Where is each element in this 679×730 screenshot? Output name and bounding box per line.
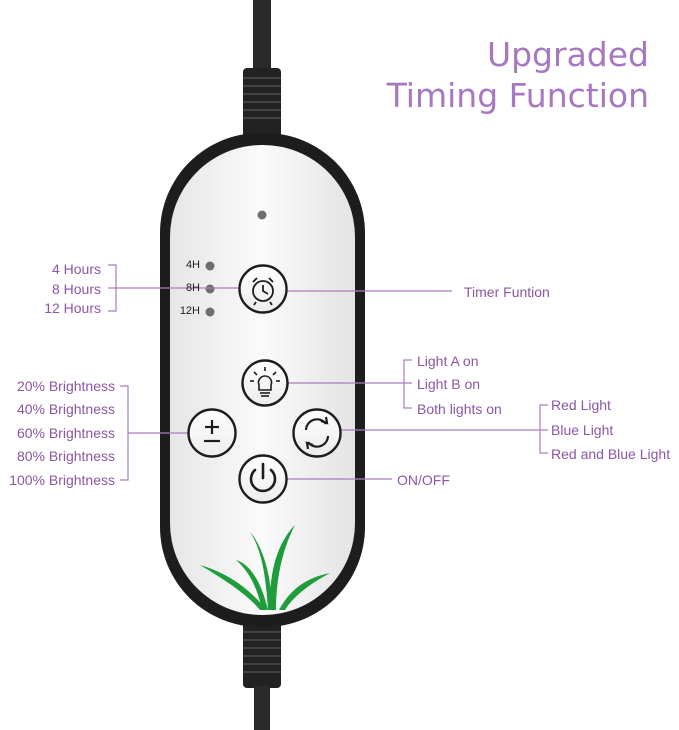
brightness-option-80: 80% Brightness: [16, 448, 115, 464]
power-button[interactable]: [238, 454, 288, 504]
indicator-label-12h: 12H: [179, 305, 200, 317]
status-led: [257, 210, 267, 220]
hours-label-4: 4 Hours: [51, 261, 101, 277]
leaf-logo-icon: [200, 525, 330, 610]
title-line-2: Timing Function: [386, 76, 649, 115]
color-option-red-blue: Red and Blue Light: [551, 446, 671, 462]
timer-button[interactable]: [238, 264, 288, 314]
brightness-option-20: 20% Brightness: [16, 378, 115, 394]
brightness-option-100: 100% Brightness: [9, 472, 115, 488]
indicator-label-4h: 4H: [185, 259, 200, 271]
brightness-option-60: 60% Brightness: [16, 425, 115, 441]
indicator-led-8h: [205, 284, 215, 294]
refresh-cycle-icon: [304, 416, 330, 450]
light-option-b: Light B on: [417, 376, 481, 392]
color-mode-button[interactable]: [292, 408, 342, 458]
light-switch-button[interactable]: [241, 359, 289, 407]
dimmer-button[interactable]: [187, 408, 237, 458]
title-line-1: Upgraded: [486, 35, 649, 74]
plus-minus-icon: [204, 420, 220, 443]
callout-lines: [108, 264, 548, 481]
color-option-red: Red Light: [551, 397, 611, 413]
cable-bottom: [243, 618, 281, 730]
hours-label-8: 8 Hours: [51, 281, 101, 297]
cable-top: [243, 0, 281, 138]
hours-label-12: 12 Hours: [44, 300, 101, 316]
timer-function-label: Timer Funtion: [464, 284, 550, 300]
power-label: ON/OFF: [397, 472, 450, 488]
light-option-a: Light A on: [417, 353, 479, 369]
color-option-blue: Blue Light: [551, 422, 614, 438]
light-bulb-icon: [250, 367, 280, 397]
indicator-led-12h: [205, 307, 215, 317]
indicator-led-4h: [205, 261, 215, 271]
alarm-clock-icon: [252, 277, 274, 306]
power-icon: [249, 462, 277, 493]
brightness-option-40: 40% Brightness: [16, 401, 115, 417]
indicator-label-8h: 8H: [185, 282, 200, 294]
light-option-both: Both lights on: [417, 401, 502, 417]
